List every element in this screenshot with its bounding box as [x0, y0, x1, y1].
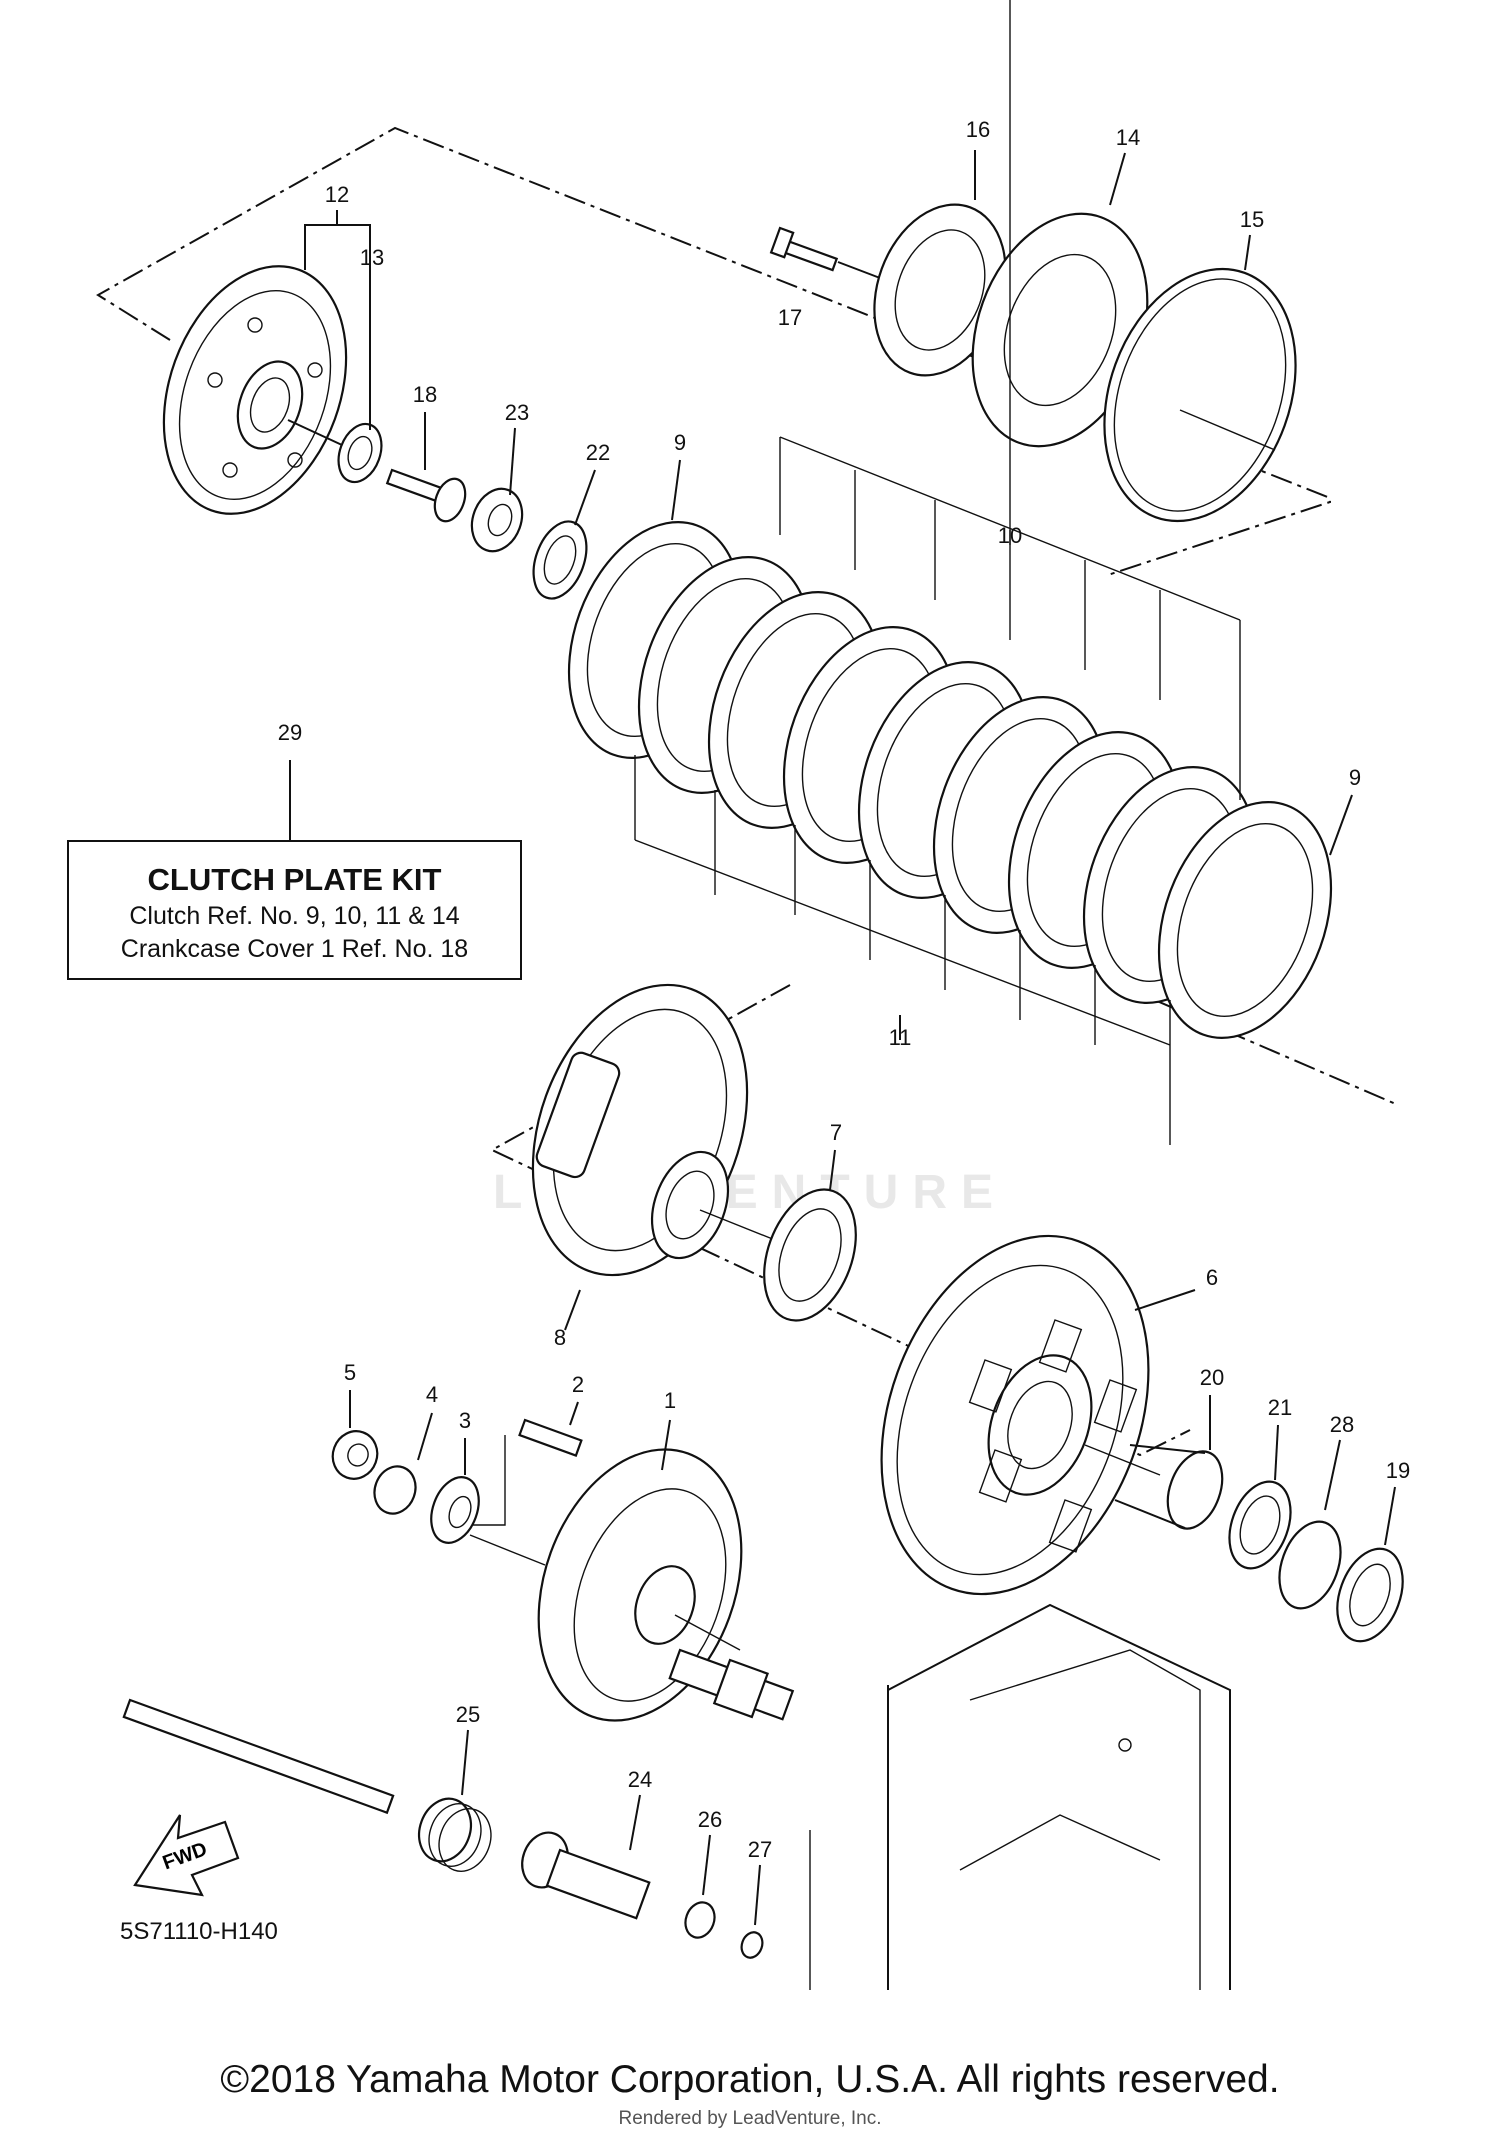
part-19-washer[interactable] — [1325, 1540, 1414, 1651]
crankcase-outline — [809, 1603, 1231, 1990]
callout-5: 5 — [344, 1360, 356, 1385]
part-23-nut[interactable] — [464, 482, 531, 559]
callout-13: 13 — [360, 245, 384, 270]
part-18-push-rod[interactable] — [385, 468, 470, 525]
part-2-key[interactable] — [518, 1418, 583, 1457]
callout-8: 8 — [554, 1325, 566, 1350]
callout-19: 19 — [1386, 1458, 1410, 1483]
copyright-notice: ©2018 Yamaha Motor Corporation, U.S.A. A… — [220, 2058, 1280, 2101]
part-25-spring[interactable] — [411, 1791, 500, 1878]
part-17-bolt[interactable] — [769, 226, 839, 272]
part-7-thrust-washer[interactable] — [747, 1177, 872, 1334]
part-24-push-lever[interactable] — [515, 1826, 651, 1920]
callout-9a: 9 — [674, 430, 686, 455]
part-15-wire-ring[interactable] — [1071, 242, 1329, 548]
diagram-code: 5S71110-H140 — [120, 1918, 278, 1945]
part-6-clutch-housing[interactable] — [834, 1198, 1195, 1631]
callout-21: 21 — [1268, 1395, 1292, 1420]
callout-3: 3 — [459, 1408, 471, 1433]
callout-24: 24 — [628, 1767, 652, 1792]
push-lever-shaft[interactable] — [122, 1698, 395, 1815]
lower-dashed-frame-right — [1119, 984, 1399, 1106]
callout-7: 7 — [830, 1120, 842, 1145]
callout-25: 25 — [456, 1702, 480, 1727]
callout-12: 12 — [325, 182, 349, 207]
callout-23: 23 — [505, 400, 529, 425]
callout-labels: 1 2 3 4 5 6 7 8 9 9 10 11 12 13 14 15 16… — [278, 117, 1410, 1862]
callout-2: 2 — [572, 1372, 584, 1397]
fwd-arrow-icon: FWD — [133, 1814, 240, 1897]
kit-line-2: Crankcase Cover 1 Ref. No. 18 — [120, 935, 469, 963]
clutch-plate-kit-box: CLUTCH PLATE KIT Clutch Ref. No. 9, 10, … — [67, 840, 522, 980]
callout-20: 20 — [1200, 1365, 1224, 1390]
part-13-bearing[interactable] — [331, 418, 389, 488]
callout-27: 27 — [748, 1837, 772, 1862]
callout-28: 28 — [1330, 1412, 1354, 1437]
clutch-plate-stack[interactable] — [538, 498, 1362, 1062]
part-5-nut[interactable] — [326, 1425, 384, 1485]
part-28-spring-washer[interactable] — [1268, 1513, 1351, 1617]
part-26-washer[interactable] — [681, 1898, 720, 1941]
kit-line-1: Clutch Ref. No. 9, 10, 11 & 14 — [129, 902, 460, 930]
part-20-spacer[interactable] — [1114, 1444, 1232, 1536]
callout-11: 11 — [889, 1025, 912, 1050]
callout-1: 1 — [664, 1388, 676, 1413]
part-22-washer[interactable] — [524, 514, 596, 606]
part-27-circlip[interactable] — [738, 1929, 766, 1960]
rendered-by-notice: Rendered by LeadVenture, Inc. — [618, 2108, 882, 2129]
callout-17: 17 — [778, 305, 802, 330]
callout-6: 6 — [1206, 1265, 1218, 1290]
part-3-collar[interactable] — [423, 1471, 488, 1550]
part-21-needle-bearing[interactable] — [1218, 1473, 1301, 1577]
callout-29: 29 — [278, 720, 302, 745]
callout-15: 15 — [1240, 207, 1264, 232]
part-4-lock-washer[interactable] — [368, 1461, 422, 1520]
plate-bracket-lines — [634, 0, 1353, 1145]
callout-18: 18 — [413, 382, 437, 407]
part-8-primary-driven-gear[interactable] — [495, 955, 786, 1305]
callout-14: 14 — [1116, 125, 1140, 150]
callout-26: 26 — [698, 1807, 722, 1832]
callout-16: 16 — [966, 117, 990, 142]
part-12-pressure-plate[interactable] — [131, 241, 378, 540]
callout-22: 22 — [586, 440, 610, 465]
main-shaft[interactable] — [668, 1648, 795, 1721]
kit-title: CLUTCH PLATE KIT — [147, 862, 442, 897]
callout-9b: 9 — [1349, 765, 1361, 790]
callout-10: 10 — [998, 523, 1022, 548]
upper-dashed-frame — [96, 126, 1331, 576]
callout-4: 4 — [426, 1382, 438, 1407]
